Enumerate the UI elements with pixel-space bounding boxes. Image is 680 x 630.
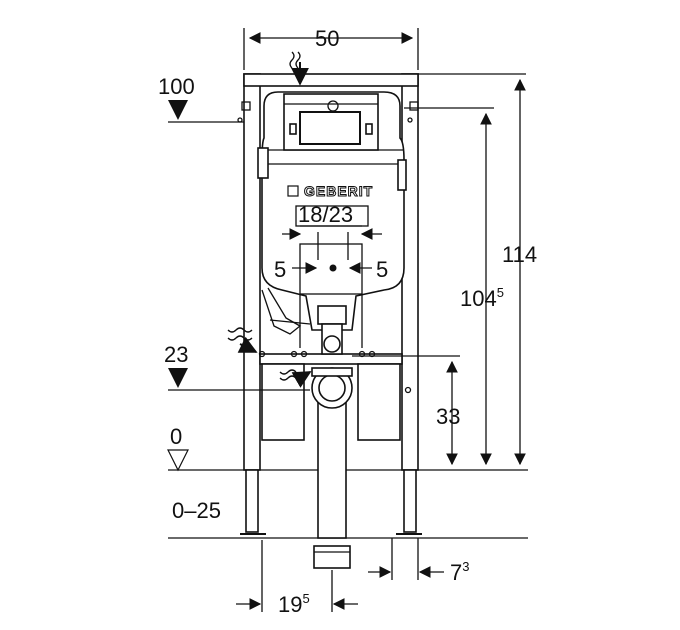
- dimension-depth-sup: 3: [462, 559, 469, 574]
- brand-text: GEBERIT: [304, 183, 373, 199]
- dimension-plate-spacing: 18/23: [282, 202, 382, 240]
- dimension-axis-offset-label: 19: [278, 592, 302, 617]
- side-brackets: [237, 101, 419, 394]
- dimension-width: 50: [243, 26, 419, 70]
- dimension-axis-offset-sup: 5: [302, 591, 309, 606]
- dimension-plate-spacing-label: 18/23: [298, 202, 353, 227]
- dimension-total-height-label: 114: [502, 242, 537, 267]
- dimension-offset-right-label: 5: [376, 257, 388, 282]
- actuator-plate-opening: [283, 93, 379, 151]
- dimension-drain-height: 33: [352, 355, 460, 466]
- floor-range: 0–25: [172, 498, 221, 523]
- dimension-main-height-label: 104: [460, 286, 497, 311]
- dimension-axis-offset: 195: [236, 540, 358, 617]
- dimension-width-label: 50: [315, 26, 339, 51]
- svg-text:195: 195: [278, 591, 310, 617]
- level-mid-label: 23: [164, 342, 188, 367]
- water-supply-icon: [289, 51, 309, 86]
- level-marker-floor: 0: [167, 424, 189, 472]
- svg-text:1045: 1045: [460, 285, 504, 311]
- dimension-total-height: 114: [418, 73, 537, 466]
- dimension-main-height-sup: 5: [497, 285, 504, 300]
- dimension-depth: 73: [368, 538, 469, 585]
- level-top-label: 100: [158, 74, 195, 99]
- level-marker-mid: 23: [164, 342, 310, 391]
- floor-lines: [168, 469, 528, 539]
- svg-text:73: 73: [450, 559, 469, 585]
- flush-pipe: [311, 305, 353, 569]
- dimension-drain-height-label: 33: [436, 404, 460, 429]
- dimension-offsets: 5 5: [274, 257, 388, 282]
- drain-vent-icon: [227, 327, 312, 388]
- brand-label: GEBERIT: [287, 183, 373, 200]
- dimension-offset-left-label: 5: [274, 257, 286, 282]
- level-floor-label: 0: [170, 424, 182, 449]
- floor-range-label: 0–25: [172, 498, 221, 523]
- level-marker-top: 100: [158, 74, 244, 123]
- dimension-main-height: 1045: [404, 107, 504, 466]
- dimension-depth-label: 7: [450, 560, 462, 585]
